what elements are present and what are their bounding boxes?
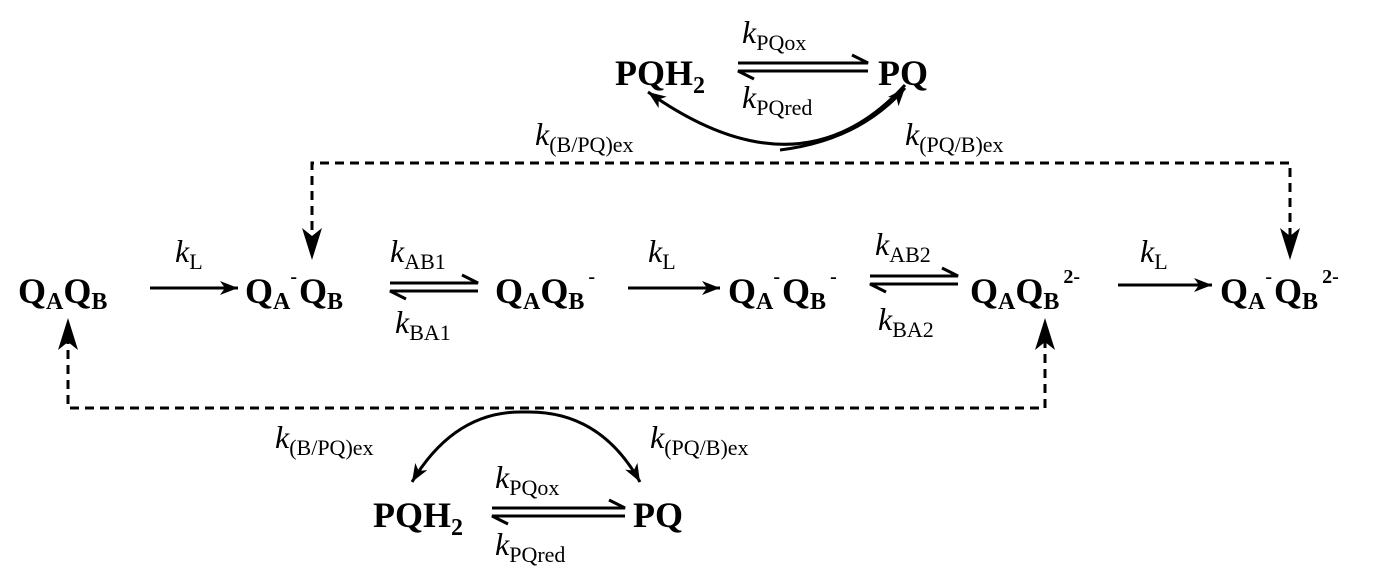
kba2-arrow bbox=[869, 282, 958, 294]
bottom-kpqred-label: kPQred bbox=[495, 526, 565, 567]
bottom-pqred-arrow bbox=[491, 514, 625, 526]
top-kpqred-label: kPQred bbox=[742, 79, 812, 120]
bottom-kbpqex-label: k(B/PQ)ex bbox=[275, 419, 374, 460]
kab1-label: kAB1 bbox=[390, 233, 446, 274]
kl-label-1: kL bbox=[175, 233, 203, 274]
bottom-pq: PQ bbox=[633, 495, 683, 535]
bottom-pqh2: PQH2 bbox=[373, 495, 463, 541]
kba1-arrow bbox=[389, 289, 478, 301]
state-qa-minus-qb-minus: QA-QB- bbox=[728, 266, 837, 315]
bottom-pq-pool: k(B/PQ)ex k(PQ/B)ex PQH2 PQ kPQox kPQred bbox=[275, 410, 749, 567]
arrowhead-to-qa-qb-2minus bbox=[1035, 318, 1055, 350]
top-dashed-link bbox=[310, 161, 1292, 245]
kab2-arrow bbox=[870, 266, 959, 278]
state-qa-qb: QAQB bbox=[18, 271, 107, 315]
top-exchange-curve-left bbox=[647, 83, 907, 146]
arrowhead-to-qa-minus-qb2 bbox=[1280, 228, 1300, 260]
kab1-arrow bbox=[390, 273, 479, 285]
kl-label-3: kL bbox=[1140, 233, 1168, 274]
state-qa-minus-qb-2minus: QA-QB2- bbox=[1220, 266, 1339, 315]
state-qa-minus-qb: QA-QB bbox=[245, 266, 343, 315]
bottom-exchange-curve-left bbox=[410, 410, 526, 483]
top-pqred-arrow bbox=[737, 69, 868, 81]
top-kpqbex-label: k(PQ/B)ex bbox=[905, 116, 1004, 157]
top-kpqox-label: kPQox bbox=[742, 14, 806, 55]
arrowhead-to-qa-qb bbox=[58, 318, 78, 350]
top-pq-pool: PQH2 PQ kPQox kPQred k(B/PQ)ex k(PQ/B)ex bbox=[535, 14, 1004, 157]
bottom-pqox-arrow bbox=[492, 498, 626, 510]
top-pqh2: PQH2 bbox=[615, 53, 705, 99]
kl-label-2: kL bbox=[648, 233, 676, 274]
top-exchange-curve-right bbox=[779, 87, 907, 152]
bottom-kpqbex-label: k(PQ/B)ex bbox=[650, 419, 749, 460]
kba2-label: kBA2 bbox=[878, 301, 934, 342]
top-kbpqex-label: k(B/PQ)ex bbox=[535, 116, 634, 157]
top-pqox-arrow bbox=[738, 53, 869, 65]
state-qa-qb-minus: QAQB- bbox=[495, 266, 595, 315]
bottom-kpqox-label: kPQox bbox=[495, 459, 559, 500]
kba1-label: kBA1 bbox=[395, 304, 451, 345]
state-qa-qb-2minus: QAQB2- bbox=[970, 266, 1080, 315]
bottom-exchange-curve-right bbox=[524, 410, 642, 483]
main-reaction-row: QAQB kL QA-QB kAB1 kBA1 QAQB- kL QA-QB- … bbox=[18, 226, 1339, 345]
arrowhead-to-qa-minus-qb bbox=[302, 228, 322, 260]
bottom-dashed-link bbox=[66, 335, 1047, 410]
kab2-label: kAB2 bbox=[875, 226, 931, 267]
